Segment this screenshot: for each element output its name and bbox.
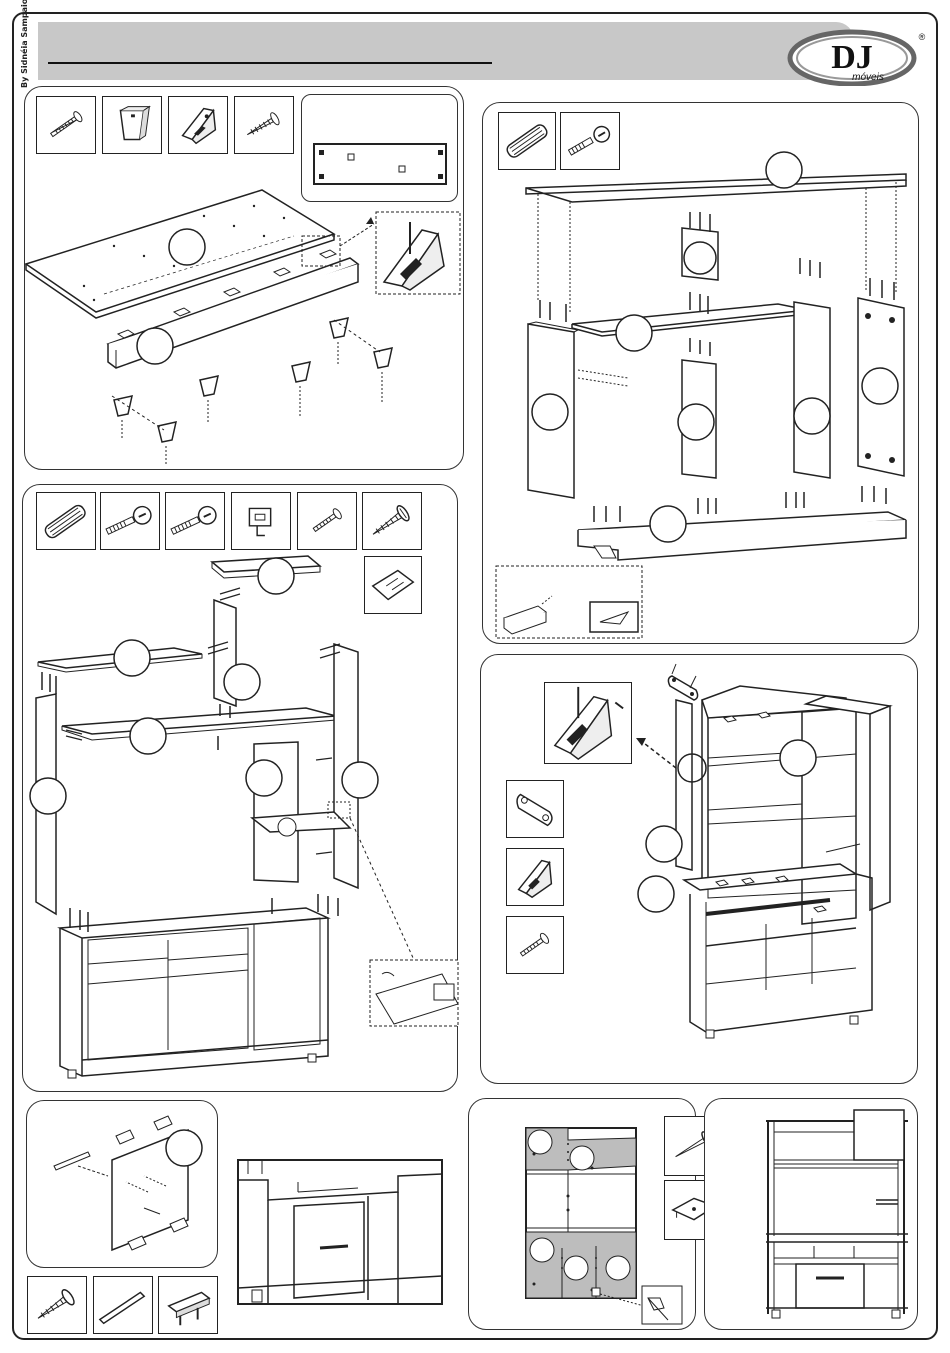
author-credit: By Sidnéia Sampaio xyxy=(20,18,34,88)
door-detail-view xyxy=(238,1160,442,1304)
back-panel-fixing-view xyxy=(468,1098,696,1330)
header-bar xyxy=(38,22,854,80)
finished-unit-view xyxy=(704,1098,918,1330)
brand-subtitle: móveis xyxy=(852,72,884,83)
step-4-assembly-view xyxy=(480,654,918,1084)
step-1-exploded-view xyxy=(24,86,464,470)
registered-mark: ® xyxy=(919,32,926,42)
step-2-exploded-view xyxy=(482,102,919,644)
brand-name: DJ xyxy=(831,39,873,76)
hinge-icon xyxy=(158,1276,218,1334)
step-3-exploded-view xyxy=(22,484,458,1092)
long-screw-icon xyxy=(27,1276,87,1334)
brand-logo: DJ móveis ® xyxy=(782,26,928,86)
handle-icon xyxy=(93,1276,153,1334)
title-rule xyxy=(48,62,492,64)
door-assembly-view xyxy=(26,1100,218,1268)
